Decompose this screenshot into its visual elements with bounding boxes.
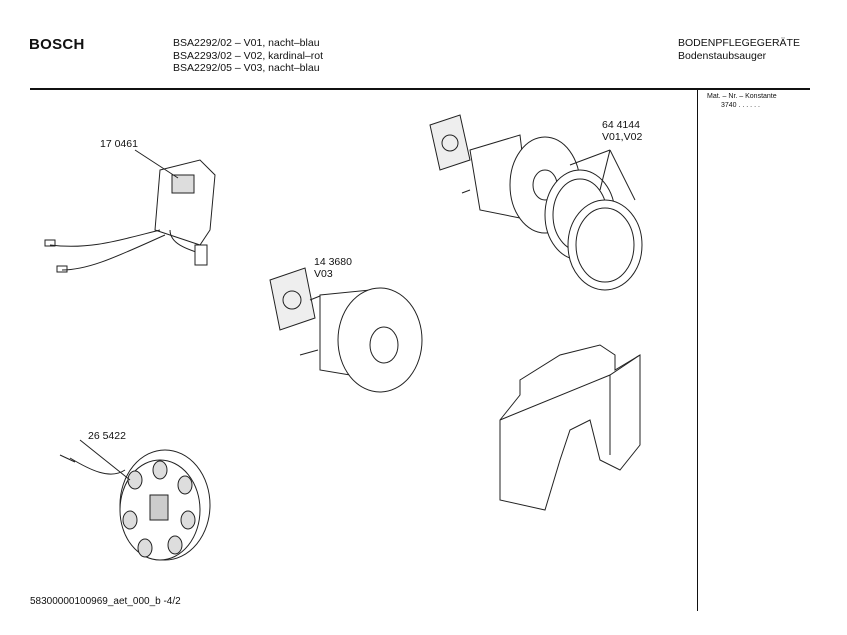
material-constant: Mat. – Nr. – Konstante 3740 . . . . . . xyxy=(707,92,777,110)
part-number: 64 4144 xyxy=(602,119,640,131)
bosch-logo: BOSCH xyxy=(29,36,85,53)
part-variant: V01,V02 xyxy=(602,131,643,143)
motor-v03-part[interactable] xyxy=(269,267,423,393)
switch-board-part[interactable] xyxy=(44,159,216,273)
model-line: BSA2292/02 – V01, nacht–blau xyxy=(173,37,320,49)
category: BODENPFLEGEGERÄTE Bodenstaubsauger xyxy=(678,37,800,62)
filter-pad-part[interactable] xyxy=(499,344,641,511)
part-variant: V03 xyxy=(314,268,333,280)
model-line: BSA2292/05 – V03, nacht–blau xyxy=(173,62,320,74)
material-value: 3740 . . . . . . xyxy=(721,102,760,109)
part-number: 14 3680 xyxy=(314,256,352,268)
part-number-label: 17 0461 xyxy=(100,138,138,150)
part-number-label: 26 5422 xyxy=(88,430,126,442)
subcategory-title: Bodenstaubsauger xyxy=(678,49,767,62)
cable-reel-part[interactable] xyxy=(59,449,211,561)
header-divider xyxy=(30,88,810,90)
material-label: Mat. – Nr. – Konstante xyxy=(707,93,777,100)
model-list: BSA2292/02 – V01, nacht–blau BSA2293/02 … xyxy=(173,37,323,75)
model-line: BSA2293/02 – V02, kardinal–rot xyxy=(173,49,324,62)
document-id: 58300000100969_aet_000_b -4/2 xyxy=(30,596,181,607)
side-divider xyxy=(697,89,698,611)
motor-v01-v02-part[interactable] xyxy=(429,114,643,291)
category-title: BODENPFLEGEGERÄTE xyxy=(678,37,800,49)
